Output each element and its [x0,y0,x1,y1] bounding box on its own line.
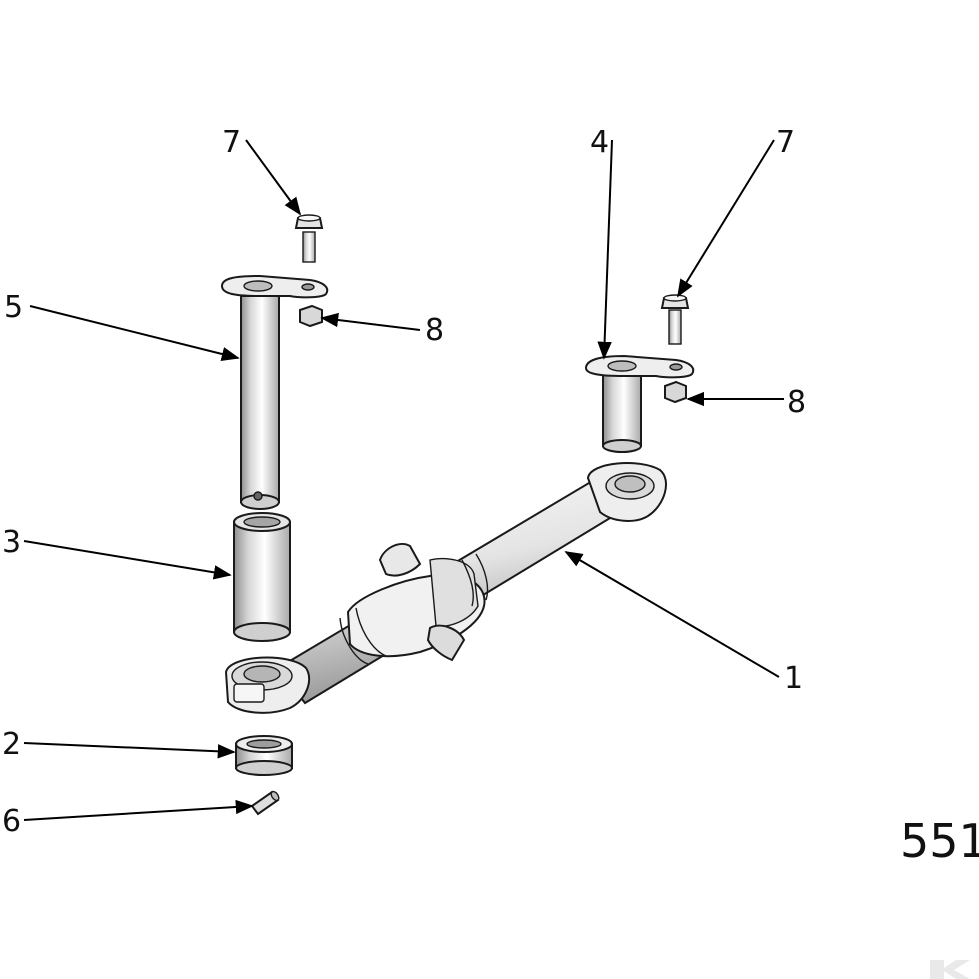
bolt-right [660,294,690,345]
callout-7-right: 7 [776,125,795,160]
bushing-ring [235,735,293,776]
leader-lines [23,139,784,821]
bolt-left [294,214,324,263]
short-pin-with-plate [584,354,695,453]
watermark-logo [930,960,970,979]
callout-8-right: 8 [787,385,806,420]
leader-5 [29,305,240,362]
bushing-sleeve [233,512,291,642]
callout-5: 5 [4,290,23,325]
callout-1: 1 [784,661,803,696]
long-pin [220,274,329,510]
leader-1 [564,551,780,678]
leader-8-left [320,312,421,331]
tie-rod-axle [224,462,667,714]
leader-4 [597,139,613,360]
leader-3 [23,540,232,580]
callout-6: 6 [2,804,21,839]
callout-3: 3 [2,525,21,560]
callout-labels: 7 5 8 4 7 8 3 1 2 6 [2,125,806,839]
nut-right [664,380,687,404]
roll-pin [250,790,280,816]
leader-2 [23,742,236,759]
callout-8-left: 8 [425,313,444,348]
nut-left [299,304,323,328]
callout-2: 2 [2,727,21,762]
leader-7-left [245,139,302,216]
figure-code: 551 [900,814,979,868]
leader-7-right [677,139,775,298]
callout-4: 4 [590,125,609,160]
callout-7-left: 7 [222,125,241,160]
leader-6 [23,799,254,821]
